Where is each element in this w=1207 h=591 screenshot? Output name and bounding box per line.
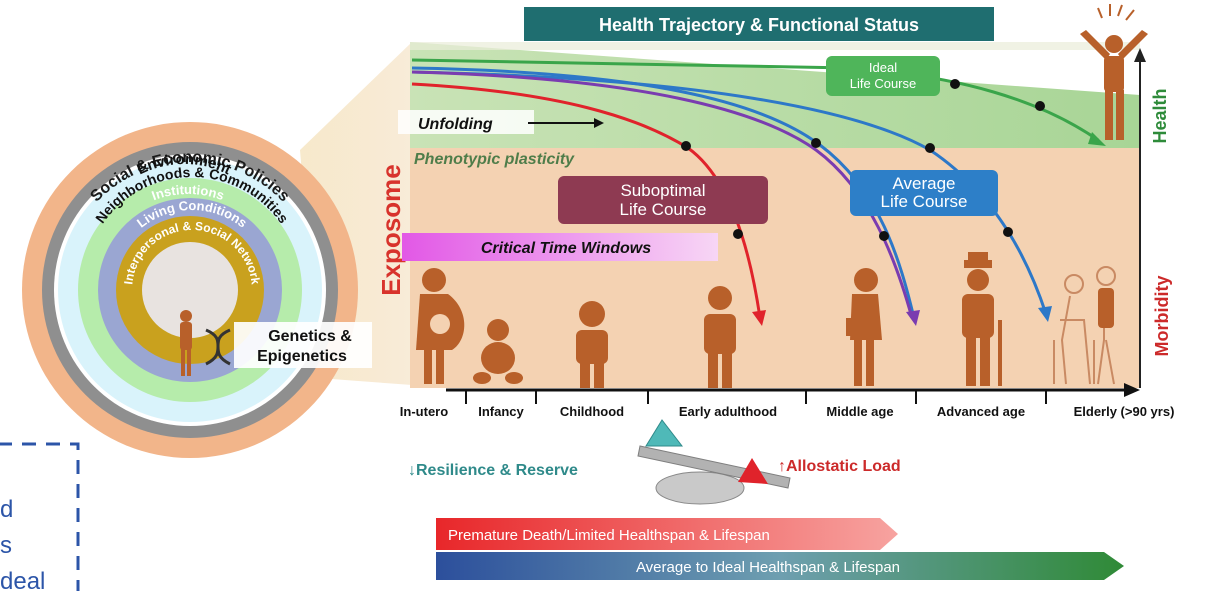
morbidity-zone [410,140,1140,388]
time-axis-arrow [1124,383,1140,397]
allostatic-triangle-icon [738,458,768,484]
genetics-label-line2: Epigenetics [257,348,347,365]
cheering-person-icon [1080,30,1148,140]
ideal-life-course-box [826,56,940,96]
genetics-label-bg [234,322,372,368]
critical-windows-box [402,233,718,261]
partial-legend-text: d s deal [0,496,45,591]
partial-legend-line2: s [0,532,12,559]
unfolding-label: Unfolding [418,116,493,133]
life-stage-figures [416,252,1002,388]
average-curve [411,70,1048,315]
phenotypic-label: Phenotypic plasticity [414,151,575,168]
ring-core [142,242,238,338]
infant-icon [473,319,523,384]
trajectory-curves [411,58,1099,319]
curve-markers [681,79,1045,241]
resilience-label: ↓Resilience & Reserve [408,462,578,479]
exposome-label: Exposome [376,164,406,296]
core-person-icon [180,310,192,376]
average-life-course-line1: Average [892,174,955,193]
stage-label-in-utero: In-utero [400,404,448,419]
walker-elderly-icon [1053,266,1116,385]
cheer-rays-icon [1097,4,1135,21]
time-axis-ticks [465,390,1047,404]
stage-label-elderly: Elderly (>90 yrs) [1074,404,1175,419]
allostatic-label: ↑Allostatic Load [778,458,901,475]
stage-label-advanced-age: Advanced age [937,404,1025,419]
suboptimal-life-course-box [558,176,768,224]
health-label: Health [1150,88,1170,143]
health-axis-arrow [1134,48,1146,62]
critical-windows-label: Critical Time Windows [481,240,651,257]
partial-legend-line1: d [0,496,13,523]
partial-legend-box [0,442,80,591]
ideal-healthspan-arrow [436,552,1124,580]
stage-label-middle-age: Middle age [826,404,893,419]
premature-death-label: Premature Death/Limited Healthspan & Lif… [448,527,770,544]
elderly-man-icon [962,252,1002,386]
child-icon [576,301,608,388]
suboptimal-life-course-line1: Suboptimal [620,181,705,200]
purple-curve [411,70,914,319]
dna-icon [205,328,231,366]
curve-arrowheads [752,132,1106,326]
ideal-life-course-line1: Ideal [869,60,897,75]
ring-label-institutions: Institutions [150,182,227,203]
pregnant-woman-icon [416,268,465,384]
diagram-title: Health Trajectory & Functional Status [599,15,919,35]
unfolding-arrowhead [594,118,604,128]
stage-label-infancy: Infancy [478,404,524,419]
average-life-course-box [850,170,998,216]
balance-seesaw [637,419,791,505]
stage-label-early-adulthood: Early adulthood [679,404,777,419]
resilience-mountain-icon [645,419,684,447]
stage-label-childhood: Childhood [560,404,624,419]
partial-legend-line3: deal [0,568,45,591]
ideal-life-course-line2: Life Course [850,76,916,91]
middle-aged-woman-icon [846,268,882,386]
young-adult-icon [704,286,736,388]
panel-top-band [410,42,1140,50]
health-zone [410,42,1140,148]
morbidity-label: Morbidity [1152,276,1172,357]
seesaw-fulcrum [655,471,745,505]
average-life-course-line2: Life Course [881,192,968,211]
title-box [524,7,994,41]
average-curve-upper [411,66,916,319]
suboptimal-life-course-line2: Life Course [620,200,707,219]
stage-labels: In-utero Infancy Childhood Early adultho… [400,404,1175,419]
unfolding-box [398,110,534,134]
caregiver-icon [1098,288,1114,328]
genetics-label-line1: Genetics & [268,328,352,345]
ideal-healthspan-label: Average to Ideal Healthspan & Lifespan [636,559,900,576]
premature-death-arrow [436,518,898,550]
